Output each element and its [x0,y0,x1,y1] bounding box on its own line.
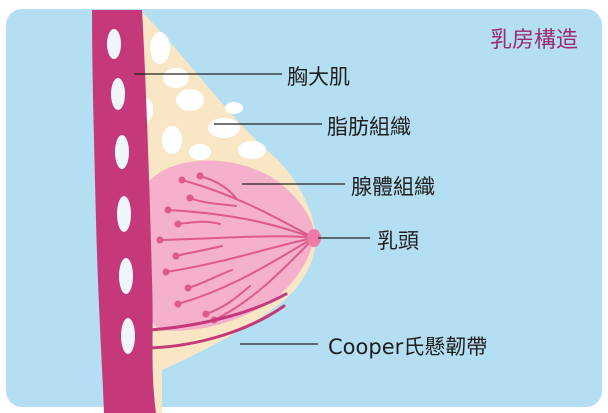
label-pectoralis: 胸大肌 [287,61,350,91]
label-nipple: 乳頭 [377,225,419,255]
label-adipose: 脂肪組織 [327,111,411,141]
diagram-title: 乳房構造 [490,22,578,54]
label-cooper-ligament: Cooper氏懸韌帶 [328,331,487,361]
label-glandular: 腺體組織 [351,171,435,201]
